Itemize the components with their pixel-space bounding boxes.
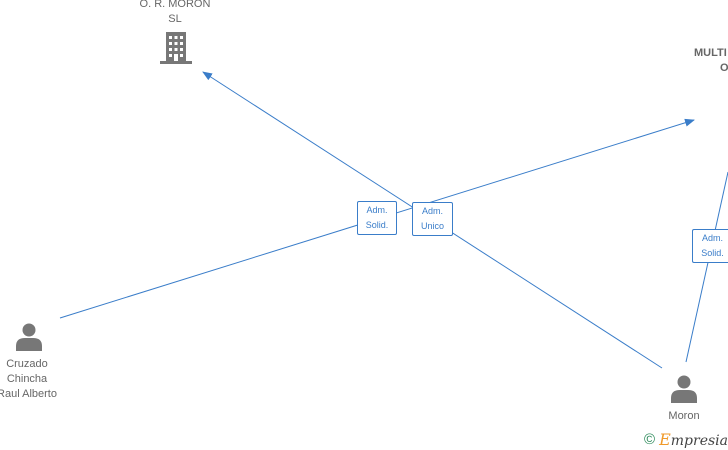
person-icon[interactable] — [16, 323, 42, 352]
edge-label-line: Adm. — [366, 205, 388, 215]
brand-logo: Empresia — [659, 430, 728, 449]
label-line: O — [720, 62, 728, 74]
label-line: SL — [168, 13, 182, 25]
label-line: O. R. MORON — [139, 0, 211, 10]
label-line: MULTI — [694, 47, 727, 59]
edge-label-line: Solid. — [701, 248, 724, 258]
brand-initial: E — [659, 429, 671, 449]
edge-label-line: Adm. — [421, 206, 443, 216]
edge-label-adm-solid[interactable]: Adm. Solid. — [692, 229, 728, 263]
building-icon[interactable] — [160, 32, 192, 64]
empresia-watermark: © Empresia — [644, 429, 728, 449]
label-line: Chincha — [6, 373, 48, 385]
person-label-moron[interactable]: Moron — [652, 409, 716, 424]
edge-moron-to-multi — [685, 171, 728, 363]
brand-name: mpresia — [670, 432, 728, 449]
edge-label-adm-solid[interactable]: Adm. Solid. — [357, 201, 397, 235]
edge-label-line: Unico — [420, 221, 444, 231]
person-icon[interactable] — [671, 375, 697, 404]
edge-label-line: Solid. — [365, 220, 389, 230]
label-line: Raul Alberto — [0, 388, 57, 400]
person-label-cruzado[interactable]: Cruzado Chincha Raul Alberto — [0, 357, 68, 402]
company-label-multi[interactable]: MULTI O — [694, 46, 728, 76]
edge-label-adm-unico[interactable]: Adm. Unico — [412, 202, 453, 236]
copyright-icon: © — [644, 430, 656, 448]
edge-label-line: Adm. — [701, 233, 723, 243]
label-line: Cruzado — [6, 358, 48, 370]
label-line: Moron — [668, 410, 700, 422]
company-label-or-moron[interactable]: O. R. MORON SL — [125, 0, 225, 27]
